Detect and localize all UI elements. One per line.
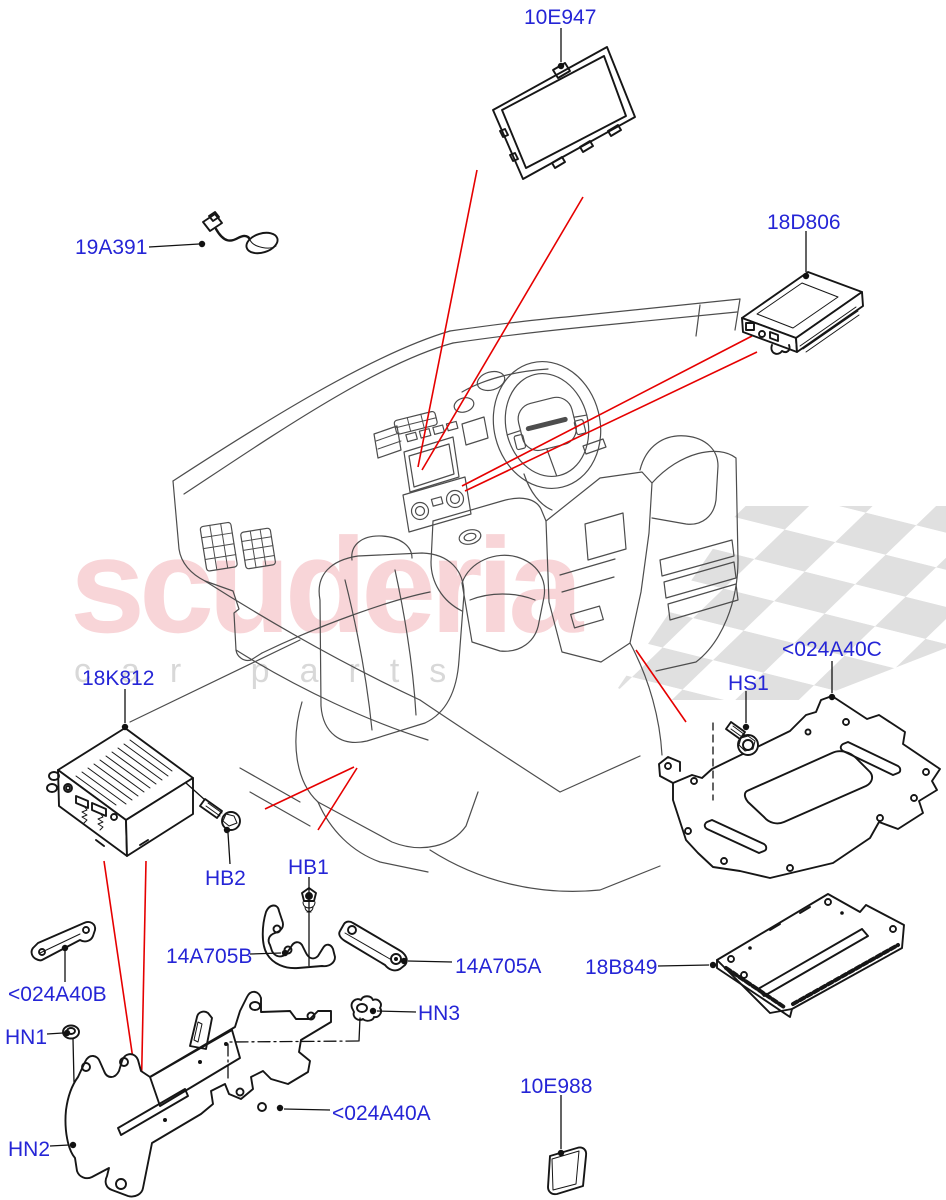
- bracket-14a705a-drawing: [338, 920, 408, 972]
- watermark-brand-text: scuderia: [70, 510, 584, 661]
- watermark: scuderia car parts: [70, 506, 946, 700]
- cover-10e988-drawing: [547, 1146, 588, 1196]
- bolt-hb2-drawing: [185, 782, 241, 831]
- part-label-10e947[interactable]: 10E947: [524, 6, 596, 29]
- part-label-024a40c[interactable]: <024A40C: [782, 638, 882, 661]
- touchscreen-drawing: [492, 46, 636, 180]
- checkered-flag-watermark: [618, 506, 946, 700]
- part-label-14a705a[interactable]: 14A705A: [455, 955, 541, 978]
- callout-lines: [103, 169, 758, 1108]
- audio-head-unit-location: [402, 476, 472, 533]
- part-label-024a40b[interactable]: <024A40B: [8, 983, 107, 1006]
- audio-module-drawing: [46, 727, 194, 857]
- leader-lines: [46, 28, 836, 1157]
- part-label-hs1[interactable]: HS1: [728, 672, 769, 695]
- watermark-tagline-text: car parts: [74, 652, 476, 690]
- part-label-19a391[interactable]: 19A391: [75, 236, 147, 259]
- part-label-18k812[interactable]: 18K812: [82, 667, 154, 690]
- part-label-hn1[interactable]: HN1: [5, 1026, 47, 1049]
- part-label-hb1[interactable]: HB1: [288, 856, 329, 879]
- amplifier-18b849-drawing: [716, 893, 905, 1018]
- screw-hs1-drawing: [725, 721, 759, 756]
- dash-display-location: [403, 436, 460, 493]
- vehicle-interior-sketch: [129, 298, 741, 892]
- part-label-18b849[interactable]: 18B849: [585, 956, 657, 979]
- part-label-024a40a[interactable]: <024A40A: [332, 1102, 431, 1125]
- part-label-10e988[interactable]: 10E988: [520, 1075, 592, 1098]
- bracket-024a40b-drawing: [30, 921, 97, 962]
- part-label-hn3[interactable]: HN3: [418, 1002, 460, 1025]
- rear-console: [545, 435, 739, 756]
- bracket-024a40a-drawing: [64, 990, 361, 1198]
- antenna-cable-drawing: [202, 211, 279, 255]
- part-label-18d806[interactable]: 18D806: [767, 211, 841, 234]
- front-seat: [129, 535, 479, 873]
- part-label-14a705b[interactable]: 14A705B: [166, 945, 252, 968]
- part-label-hb2[interactable]: HB2: [205, 867, 246, 890]
- steering-wheel: [492, 360, 602, 490]
- bracket-024a40c-drawing: [658, 695, 941, 879]
- part-label-hn2[interactable]: HN2: [8, 1138, 50, 1161]
- bracket-14a705b-drawing: [261, 904, 336, 970]
- media-module-drawing: [741, 271, 864, 355]
- nut-hn3-drawing: [350, 995, 382, 1042]
